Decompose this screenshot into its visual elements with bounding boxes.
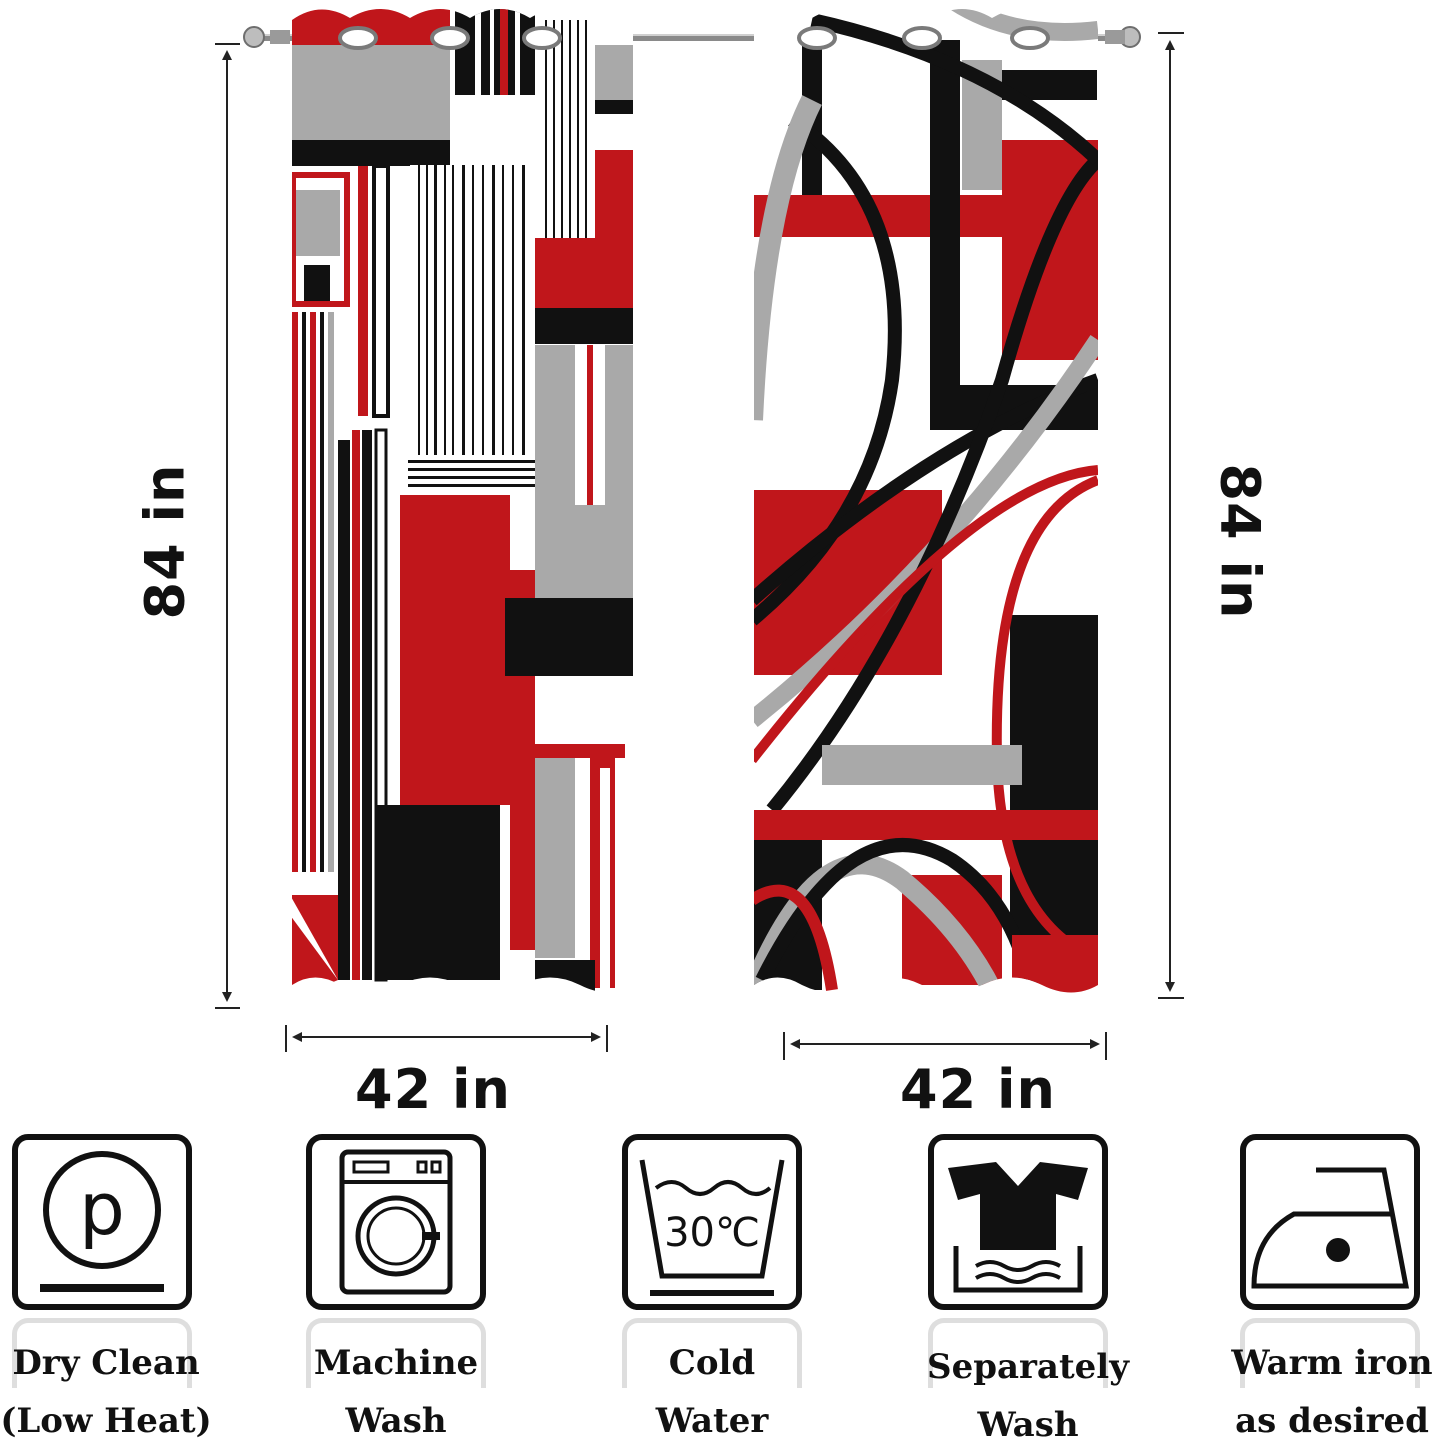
wash-tub-30c-icon: 30℃ xyxy=(639,1159,785,1296)
width-label-left: 42 in xyxy=(355,1058,511,1121)
curtain-panel-right xyxy=(754,9,1098,993)
height-label-right: 84 in xyxy=(1208,463,1272,620)
reflection-3 xyxy=(622,1318,802,1388)
grommets-left xyxy=(338,26,562,50)
care-label-warm-iron: Warm iron as desired xyxy=(1222,1334,1442,1445)
reflection-1 xyxy=(12,1318,192,1388)
rod-finial-left-icon xyxy=(243,26,265,48)
separate-wash-shirt-icon xyxy=(948,1162,1088,1293)
care-label-line: Wash xyxy=(345,1401,447,1441)
care-box-cold-water: 30℃ xyxy=(622,1134,802,1310)
wash-temperature: 30℃ xyxy=(664,1210,760,1256)
iron-one-dot-icon xyxy=(1251,1167,1410,1289)
care-label-line: Warm iron xyxy=(1231,1343,1433,1383)
care-box-dry-clean: p xyxy=(12,1134,192,1310)
curtain-rod xyxy=(243,26,1141,48)
dry-clean-symbol: p xyxy=(79,1167,125,1251)
curtain-panel-left xyxy=(292,9,633,993)
care-label-machine-wash: Machine Wash xyxy=(296,1334,496,1445)
care-box-machine-wash xyxy=(306,1134,486,1310)
care-label-line: as desired xyxy=(1235,1401,1429,1441)
washing-machine-icon xyxy=(339,1149,453,1295)
care-box-separate-wash xyxy=(928,1134,1108,1310)
dry-clean-p-icon: p xyxy=(40,1151,164,1292)
reflection-2 xyxy=(306,1318,486,1388)
grommets-right xyxy=(797,26,1050,50)
care-label-dry-clean: Dry Clean (Low Heat) xyxy=(0,1334,212,1445)
height-label-left: 84 in xyxy=(133,463,197,620)
care-label-line: Separately xyxy=(927,1347,1129,1387)
care-label-line: Cold xyxy=(668,1343,756,1383)
reflection-4 xyxy=(928,1318,1108,1388)
care-label-separate-wash: Separately Wash xyxy=(918,1338,1138,1445)
width-label-right: 42 in xyxy=(900,1058,1056,1121)
dimension-lines xyxy=(215,32,1184,1060)
care-label-line: Water xyxy=(655,1401,769,1441)
care-box-warm-iron xyxy=(1240,1134,1420,1310)
care-label-line: Wash xyxy=(977,1405,1079,1445)
care-label-line: (Low Heat) xyxy=(0,1401,212,1441)
care-label-line: Machine xyxy=(313,1343,479,1383)
reflection-5 xyxy=(1240,1318,1420,1388)
care-label-line: Dry Clean xyxy=(12,1343,200,1383)
care-label-cold-water: Cold Water xyxy=(612,1334,812,1445)
